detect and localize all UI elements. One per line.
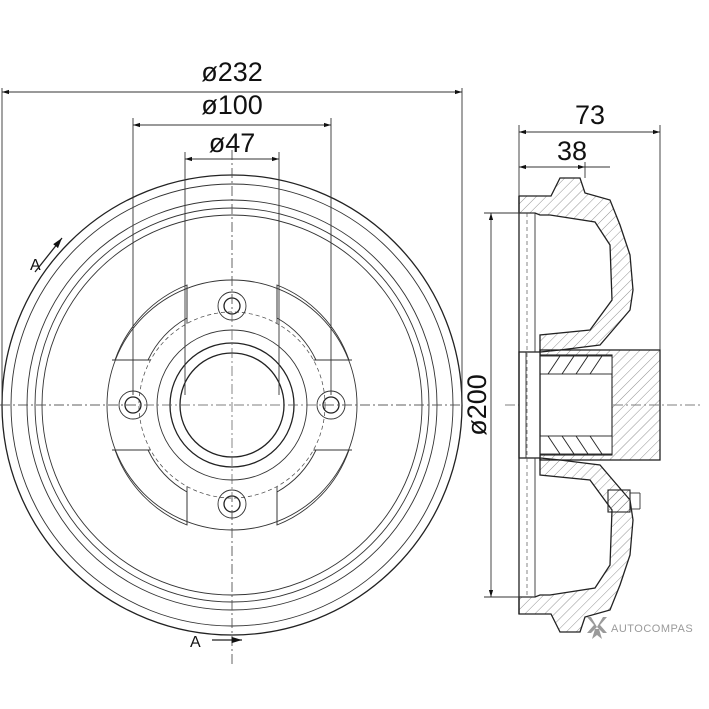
- section-arrow-top: [34, 237, 63, 273]
- front-view: A A: [0, 150, 463, 665]
- dim-outer-diameter: ø232: [201, 57, 263, 87]
- dim-center-bore: ø47: [209, 128, 256, 158]
- section-label-bottom: A: [190, 634, 201, 651]
- bearing-races: [539, 355, 613, 455]
- watermark-text: AUTOCOMPAS: [611, 623, 693, 635]
- dim-hub-height: 38: [557, 136, 587, 166]
- autocompas-logo-icon: [587, 617, 607, 639]
- dim-total-height: 73: [575, 100, 605, 130]
- hub-spigot: [518, 351, 541, 459]
- drum-shell-section-top: [518, 177, 634, 353]
- front-dimensions: ø232 ø100 ø47: [1, 57, 463, 405]
- side-dimensions: 73 38 ø200: [462, 100, 661, 598]
- section-label-top: A: [30, 257, 41, 274]
- dim-drum-inner-diameter: ø200: [462, 374, 492, 436]
- side-section-view: [505, 177, 700, 633]
- wheel-stud: [607, 489, 631, 513]
- watermark: AUTOCOMPAS: [587, 617, 693, 639]
- drum-shell-section-bottom: [518, 457, 634, 633]
- dim-bolt-circle: ø100: [201, 90, 263, 120]
